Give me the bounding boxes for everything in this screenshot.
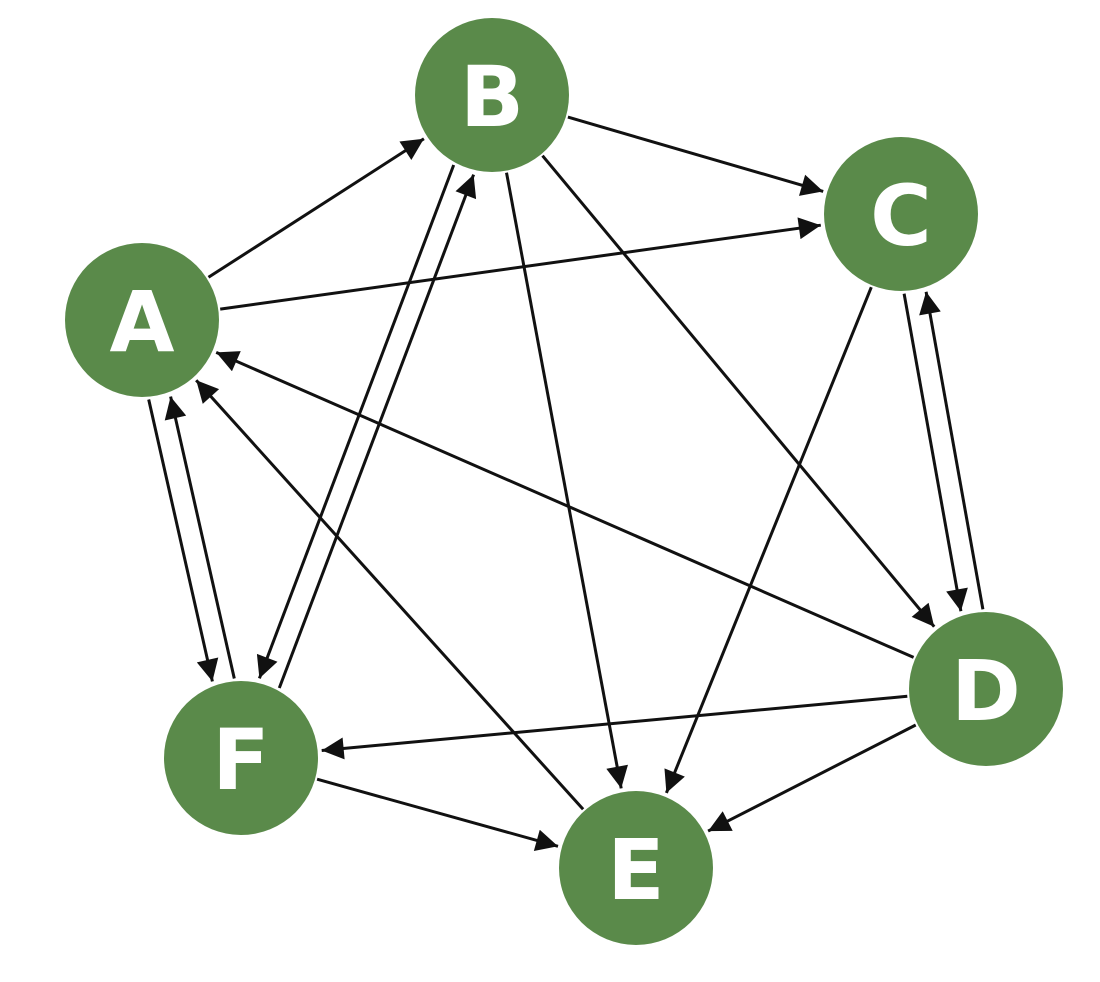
node-e-circle [559, 791, 713, 945]
node-c-circle [824, 137, 978, 291]
edge-b-to-f [256, 164, 456, 679]
node-f-label: F [212, 711, 269, 809]
node-f: F [164, 681, 318, 835]
edge-a-to-f [147, 399, 219, 682]
node-d: D [909, 612, 1063, 766]
edge-f-to-e [316, 777, 559, 851]
node-a-circle [65, 243, 219, 397]
node-b: B [415, 18, 569, 172]
node-b-circle [415, 18, 569, 172]
nodes-layer: A B C D E F [65, 18, 1063, 945]
edges-layer [147, 115, 985, 851]
node-b-label: B [460, 48, 524, 146]
node-f-circle [164, 681, 318, 835]
edge-e-to-a [195, 379, 585, 811]
edge-a-to-b [207, 137, 425, 279]
node-a: A [65, 243, 219, 397]
edge-d-to-e [707, 723, 917, 833]
node-e: E [559, 791, 713, 945]
node-a-label: A [109, 273, 174, 371]
edge-b-to-d [541, 154, 936, 628]
edge-a-to-c [219, 217, 822, 311]
edge-f-to-b [277, 174, 477, 689]
edge-b-to-c [567, 115, 824, 196]
edge-f-to-a [164, 396, 236, 679]
edge-c-to-e [664, 286, 873, 794]
node-d-label: D [951, 642, 1021, 740]
edge-d-to-c [919, 291, 985, 610]
edge-b-to-e [505, 172, 628, 789]
node-d-circle [909, 612, 1063, 766]
edge-c-to-d [902, 293, 968, 612]
node-c: C [824, 137, 978, 291]
node-c-label: C [870, 167, 932, 265]
node-e-label: E [607, 821, 664, 919]
edge-d-to-f [321, 694, 908, 760]
edge-d-to-a [215, 351, 915, 659]
